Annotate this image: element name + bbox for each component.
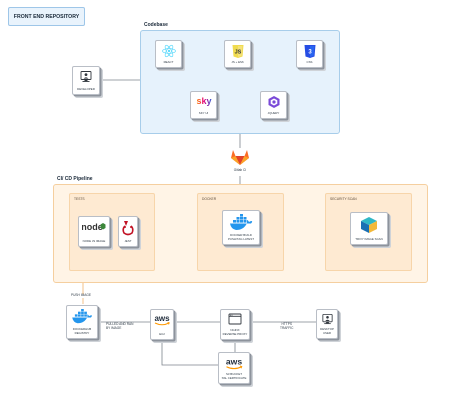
svg-text:aws: aws — [154, 314, 170, 323]
svg-text:sky: sky — [196, 96, 211, 106]
jest-icon — [122, 221, 134, 236]
developer-node[interactable]: DEVELOPER — [72, 66, 100, 95]
react-node[interactable]: REACT — [155, 40, 182, 68]
s3-bucket-node[interactable]: aws S3 BUCKET SSL CERTIFICATE — [218, 352, 250, 384]
css-node[interactable]: 3 CSS — [296, 40, 323, 68]
docker-group-label: DOCKER — [202, 197, 217, 201]
security-group-label: SECURITY SCAN — [330, 197, 357, 201]
node-image-label: NODE JS IMAGE — [82, 238, 106, 243]
docker-build-label: DOCKER BUILD PUSH/TAG LATEST — [227, 233, 255, 241]
nginx-node[interactable]: NGINX REVERSE PROXY — [220, 309, 250, 340]
svg-text:aws: aws — [226, 357, 242, 367]
react-label: REACT — [163, 59, 174, 64]
node-image-node[interactable]: node NODE JS IMAGE — [78, 216, 110, 247]
gitlab-fox-icon — [231, 150, 249, 165]
jest-node[interactable]: JEST — [118, 216, 138, 247]
nginx-label: NGINX REVERSE PROXY — [222, 328, 248, 336]
dockerhub-registry-label: DOCKERHUB REGISTRY — [72, 327, 92, 335]
user-monitor-icon — [321, 313, 333, 325]
jquery-node[interactable]: JQUERY — [260, 91, 287, 119]
https-traffic-label: HTTPS TRAFFIC — [280, 322, 294, 331]
s3-bucket-label: S3 BUCKET SSL CERTIFICATE — [221, 372, 247, 380]
sky-ui-label: SKY UI — [198, 110, 209, 115]
ec2-node[interactable]: aws EC2 — [150, 309, 174, 340]
sky-ui-node[interactable]: sky SKY UI — [190, 91, 217, 119]
tests-group-label: TESTS — [74, 197, 85, 201]
browser-window-icon — [228, 313, 242, 325]
docker-whale-icon — [230, 214, 253, 230]
nodejs-icon: node — [82, 222, 106, 232]
svg-text:JS: JS — [234, 50, 241, 56]
css-shield-icon: 3 — [304, 45, 315, 58]
js-es6-label: JS + ES6 — [231, 59, 244, 64]
user-monitor-icon — [80, 71, 92, 82]
css-label: CSS — [306, 59, 313, 64]
pulled-and-ran-label: PULLED AND RAN BY IMAGE — [106, 322, 134, 330]
js-shield-icon: JS — [232, 45, 243, 58]
developer-label: DEVELOPER — [77, 86, 95, 91]
page-title: FRONT END REPOSITORY — [8, 7, 85, 26]
docker-whale-icon — [72, 309, 92, 324]
gitlab-node[interactable]: Gitlab CI — [229, 148, 251, 178]
dockerhub-registry-node[interactable]: DOCKERHUB REGISTRY — [66, 305, 98, 339]
desktop-user-node[interactable]: DESKTOP USER — [316, 309, 338, 339]
react-icon — [161, 44, 176, 58]
trivy-node[interactable]: TRIVY IMAGE SCAN — [350, 212, 388, 245]
push-image-label: PUSH IMAGE — [71, 293, 92, 298]
gitlab-label: Gitlab CI — [233, 168, 247, 172]
desktop-user-label: DESKTOP USER — [320, 327, 334, 335]
aws-logo-icon: aws — [154, 314, 170, 326]
aws-logo-icon: aws — [226, 357, 243, 370]
svg-text:3: 3 — [308, 50, 312, 56]
cicd-group-label: CI/ CD Pipeline — [57, 176, 93, 182]
trivy-label: TRIVY IMAGE SCAN — [355, 236, 383, 241]
js-es6-node[interactable]: JS JS + ES6 — [224, 40, 251, 68]
ec2-label: EC2 — [159, 331, 165, 336]
sky-logo-icon: sky — [196, 96, 211, 106]
svg-text:node: node — [82, 222, 103, 232]
jquery-label: JQUERY — [267, 110, 280, 115]
trivy-cube-icon — [361, 217, 377, 233]
jest-label: JEST — [124, 238, 132, 243]
docker-build-node[interactable]: DOCKER BUILD PUSH/TAG LATEST — [222, 210, 260, 245]
codebase-group-label: Codebase — [144, 22, 168, 28]
hexagon-icon — [268, 96, 279, 108]
